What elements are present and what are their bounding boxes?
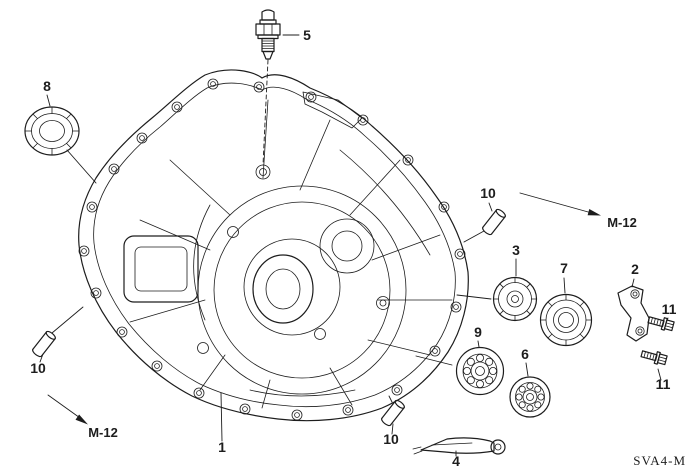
part-9-ball-bearing [455, 346, 505, 396]
callout-3: 3 [512, 242, 520, 277]
callout-10-bottom: 10 [383, 423, 399, 447]
part-2-set-plate [617, 285, 650, 342]
part-3-plate-washer [492, 276, 538, 322]
part-10-dowel-pin-left [32, 330, 56, 358]
leader-dowel-bottom [388, 395, 393, 403]
callout-label-7: 7 [560, 260, 568, 276]
callout-label-2: 2 [631, 261, 639, 277]
part-10-dowel-pin-bottom [381, 399, 405, 427]
callout-1: 1 [218, 392, 226, 455]
diagram-code: SVA4-M [633, 453, 686, 468]
callout-10-top-right: 10 [480, 185, 496, 212]
part-5-sensor-switch [255, 9, 281, 166]
arrowhead-m12-bottom-left [75, 414, 88, 425]
callout-8: 8 [43, 78, 51, 107]
callout-label-11-upper: 11 [662, 301, 677, 317]
leader-part-9 [415, 355, 453, 366]
leader-dowel-left [51, 306, 84, 334]
reference-label-m12-bottom-left: M-12 [88, 425, 118, 440]
reference-m12-bottom-left: M-12 [47, 394, 118, 440]
callout-2: 2 [631, 261, 639, 288]
callout-10-left: 10 [30, 353, 46, 376]
callout-label-10-left: 10 [30, 360, 46, 376]
callout-label-10-bottom: 10 [383, 431, 399, 447]
part-7-ball-bearing [539, 293, 593, 347]
callout-label-4: 4 [452, 453, 460, 469]
part-10-dowel-pin-top-right [482, 208, 506, 236]
callout-label-10-top-right: 10 [480, 185, 496, 201]
part-4-shaft-holder [412, 437, 506, 455]
callout-label-8: 8 [43, 78, 51, 94]
callout-11-lower: 11 [656, 368, 671, 392]
callout-9: 9 [474, 324, 482, 348]
part-11-bolt-upper [647, 316, 675, 332]
callout-11-upper: 11 [662, 301, 677, 324]
callout-4: 4 [452, 450, 460, 469]
reference-label-m12-right: M-12 [607, 215, 637, 230]
part-6-ball-bearing [509, 376, 551, 418]
part-11-bolt-lower [640, 350, 668, 366]
callout-label-3: 3 [512, 242, 520, 258]
callout-label-9: 9 [474, 324, 482, 340]
callout-6: 6 [521, 346, 529, 377]
callout-label-5: 5 [303, 27, 311, 43]
callout-label-1: 1 [218, 439, 226, 455]
arrowhead-m12-right [587, 209, 601, 216]
flange-bolt-holes [78, 78, 466, 421]
leader-dowel-top-right [463, 230, 485, 243]
reference-m12-right: M-12 [519, 192, 637, 230]
leader-part-3 [456, 294, 492, 300]
callout-label-6: 6 [521, 346, 529, 362]
callout-7: 7 [560, 260, 568, 294]
callout-label-11-lower: 11 [656, 376, 671, 392]
part-1-clutch-case [78, 69, 469, 422]
callout-5: 5 [282, 27, 311, 43]
part-8-oil-seal [24, 106, 97, 184]
